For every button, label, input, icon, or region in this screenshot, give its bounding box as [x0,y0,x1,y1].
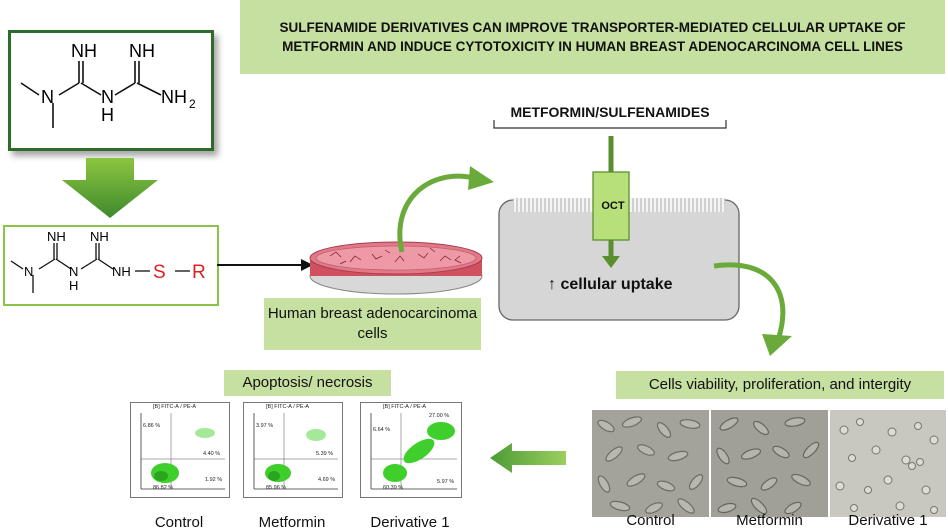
micro-caption-derivative1: Derivative 1 [848,512,928,529]
sulfenamide-structure: NH NH N N H NH S R [3,225,219,306]
s1-n-left: N [41,87,54,107]
microscopy-metformin [711,410,828,517]
curved-arrow-down-icon [713,262,792,356]
s1-nh-top-right: NH [129,41,155,61]
quadrant-lr: 1.92 % [205,477,223,483]
flow-plot-header: [B] FITC-A / PE-A [383,404,427,410]
human-cells-label-box: Human breast adenocarcinoma cells [264,298,481,350]
title-text: SULFENAMIDE DERIVATIVES CAN IMPROVE TRAN… [279,20,906,54]
s1-nh-top-left: NH [71,41,97,61]
right-arrow-icon [217,259,313,271]
flow-caption-metformin: Metformin [258,514,326,531]
s1-h-mid: H [101,105,114,125]
cell-diagram [498,136,740,321]
micro-caption-metformin: Metformin [736,512,803,529]
s2-nh-top-left: NH [47,229,66,244]
s2-nh-right: NH [112,264,131,279]
petri-dish-icon [309,241,483,295]
left-arrow-icon [490,443,566,473]
viability-label-box: Cells viability, proliferation, and inte… [616,371,944,399]
quadrant-ll: 60.39 % [383,485,404,491]
microscopy-control [592,410,709,517]
s2-s-atom: S [153,262,166,283]
flow-plot-header: [B] FITC-A / PE-A [266,404,310,410]
quadrant-ur: 4.40 % [203,451,221,457]
microscopy-derivative1 [830,410,946,517]
metformin-structure: NH NH N N H NH 2 [8,30,214,151]
quadrant-ur: 5.39 % [316,451,334,457]
quadrant-ul: 6.86 % [143,423,161,429]
s2-h-mid: H [69,278,78,293]
metformin-sulfenamides-label: METFORMIN/SULFENAMIDES [510,104,710,120]
s2-r-group: R [192,262,206,283]
quadrant-ll: 85.96 % [266,485,287,491]
s2-nh-top-right: NH [90,229,109,244]
title-banner: SULFENAMIDE DERIVATIVES CAN IMPROVE TRAN… [240,0,945,74]
s2-n-left: N [24,264,33,279]
flow-plot-control: [B] FITC-A / PE-A 6.86 % 4.40 % 86.82 % … [130,402,230,498]
human-cells-label: Human breast adenocarcinoma cells [267,305,478,342]
s1-nh2: NH [161,87,187,107]
flow-plot-header: [B] FITC-A / PE-A [153,404,197,410]
brace-icon [493,120,727,129]
s2-n-mid: N [69,264,78,279]
sulfenamide-structure-drawing: NH NH N N H NH S R [10,229,206,293]
metformin-structure-drawing: NH NH N N H NH 2 [20,41,196,128]
viability-label: Cells viability, proliferation, and inte… [648,376,912,393]
quadrant-ul: 6.64 % [373,427,391,433]
quadrant-ll: 86.82 % [153,485,174,491]
down-arrow-icon [62,158,158,218]
quadrant-lr: 5.97 % [437,479,455,485]
apoptosis-label-box: Apoptosis/ necrosis [224,370,391,396]
cellular-uptake-label: ↑ cellular uptake [548,276,673,293]
micro-caption-control: Control [626,512,675,529]
flow-plot-derivative1: [B] FITC-A / PE-A 6.64 % 27.00 % 60.39 %… [360,402,462,498]
quadrant-ur: 27.00 % [429,413,450,419]
s1-nh2-sub: 2 [189,97,196,111]
apoptosis-label: Apoptosis/ necrosis [242,374,373,391]
flow-caption-derivative1: Derivative 1 [370,514,450,531]
s1-n-mid: N [101,87,114,107]
quadrant-lr: 4.69 % [318,477,336,483]
flow-caption-control: Control [154,514,204,531]
flow-plot-metformin: [B] FITC-A / PE-A 3.97 % 5.39 % 85.96 % … [243,402,343,498]
quadrant-ul: 3.97 % [256,423,274,429]
curved-arrow-icon [397,166,494,253]
oct-label: OCT [601,200,625,212]
